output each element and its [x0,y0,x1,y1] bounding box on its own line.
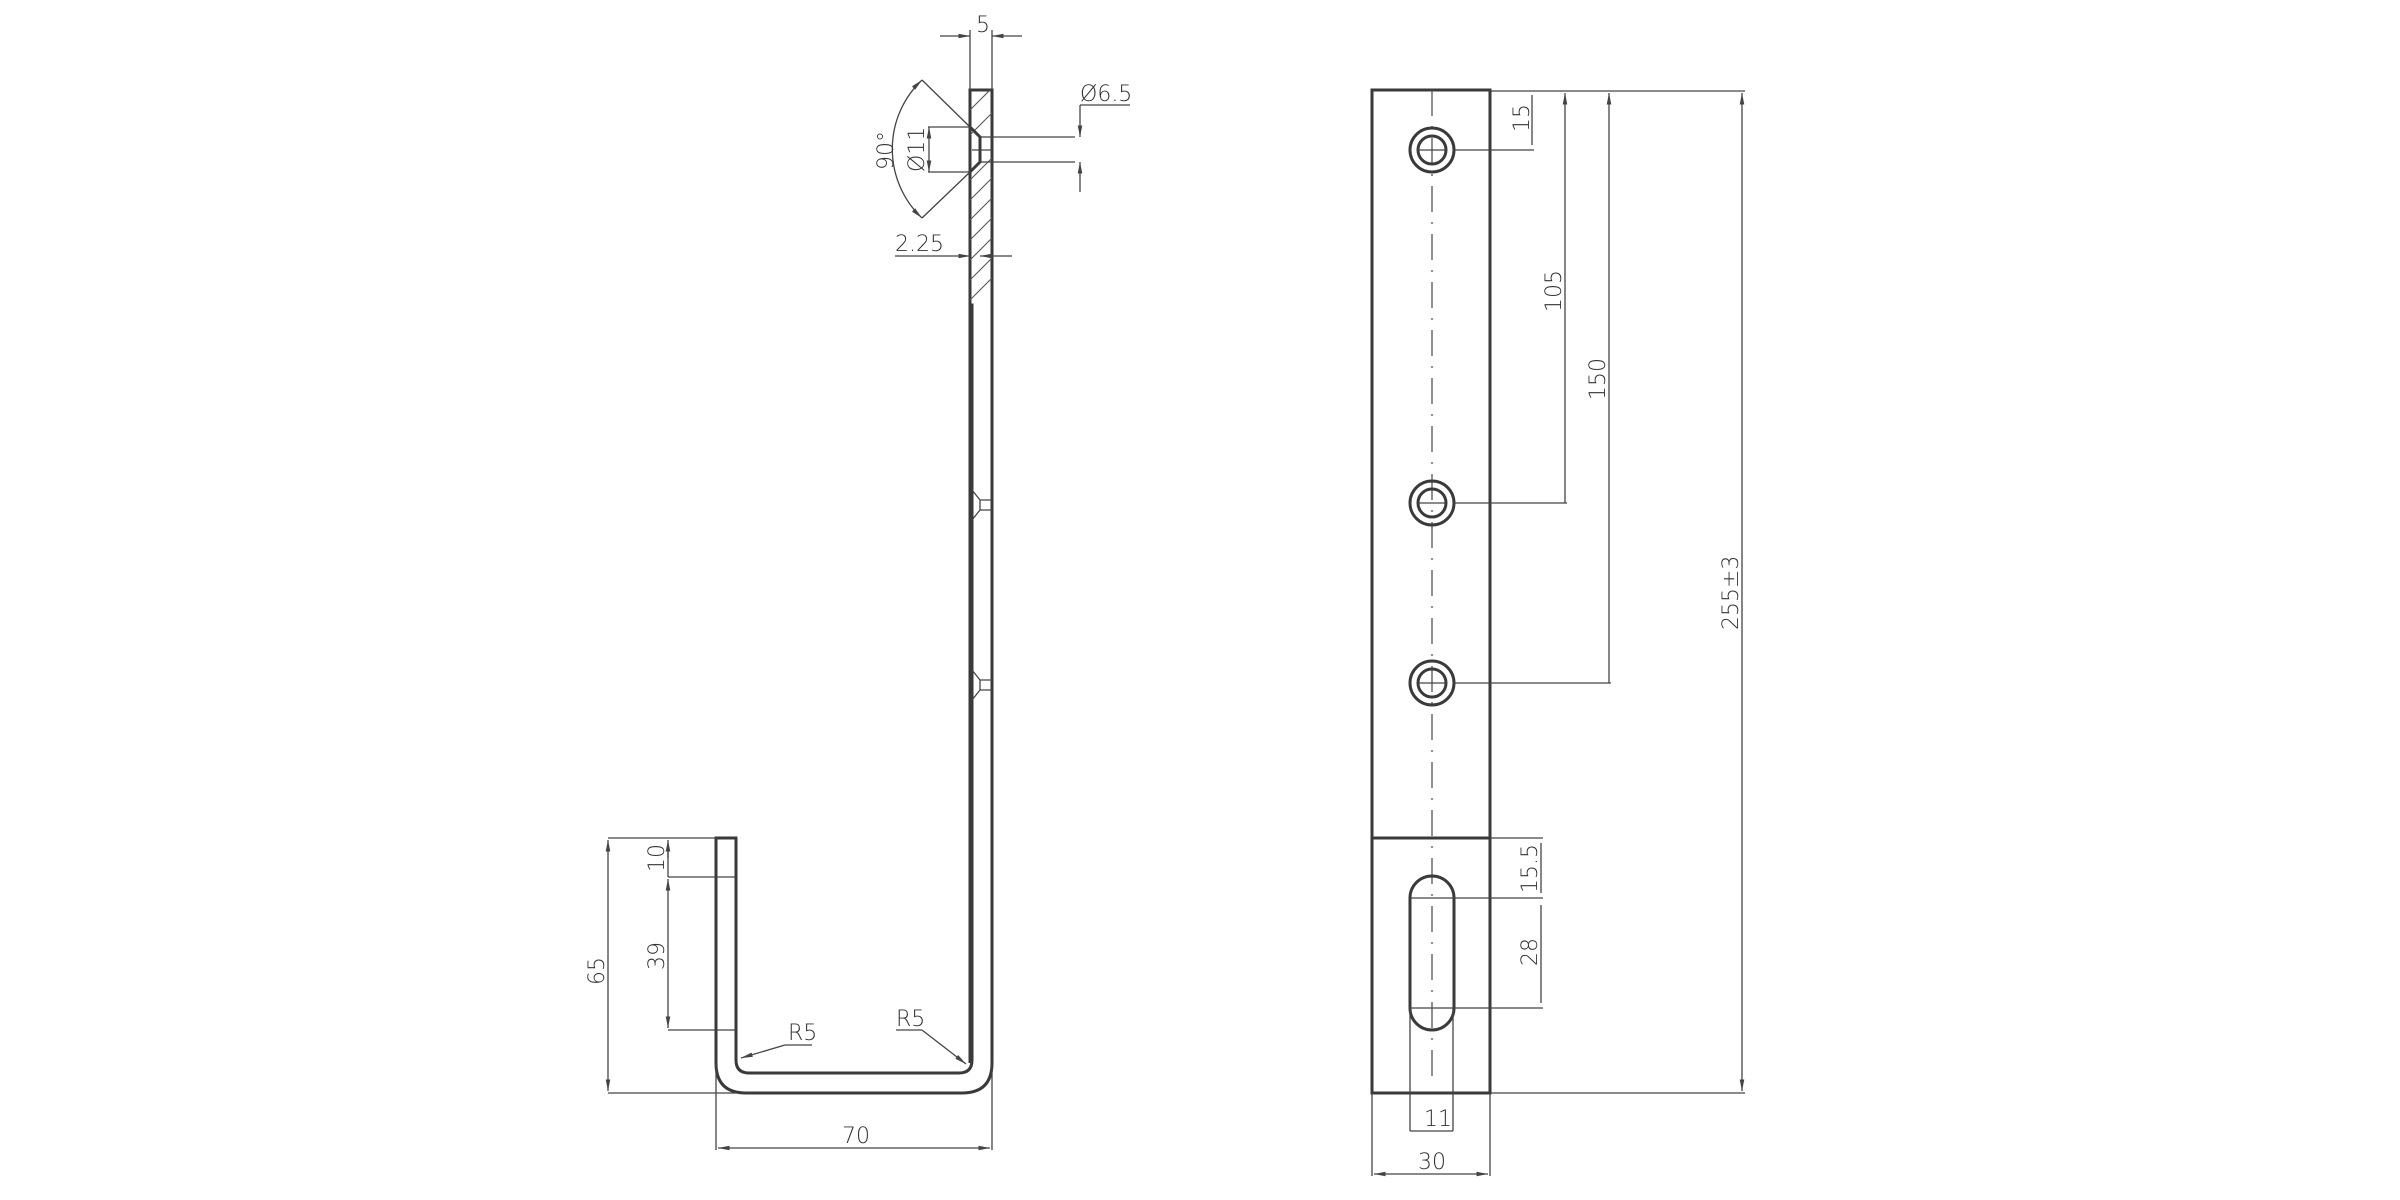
dim-bend-radius-inner: R5 [788,1021,817,1046]
dim-width: 30 [1418,1150,1446,1175]
side-view: 5 Ø6.5 Ø11 90° 2.25 65 10 39 [585,13,1132,1151]
dim-thickness: 5 [976,13,990,38]
dim-bend-radius-outer: R5 [896,1007,925,1032]
dim-hook-straight: 39 [645,942,670,970]
front-view: 15 105 150 255±3 15.5 28 11 30 [1370,88,1745,1177]
hook-profile [714,88,994,1095]
section-hatch [970,90,992,301]
dim-total-length: 255±3 [1719,556,1744,630]
dim-countersink-diameter: Ø11 [905,127,930,172]
mounting-hole [1408,479,1456,527]
dim-hook-top: 10 [645,844,670,872]
dim-hook-height: 65 [585,957,610,985]
mounting-hole [1408,659,1456,707]
dim-first-hole: 15 [1510,104,1535,132]
dim-second-hole: 105 [1542,270,1567,312]
mounting-hole [1408,126,1456,174]
dim-slot-offset: 15.5 [1518,844,1543,893]
dim-countersink-depth: 2.25 [895,232,944,257]
dim-slot-length: 28 [1518,938,1543,966]
dim-slot-width: 11 [1424,1107,1452,1132]
dim-countersink-angle: 90° [874,131,899,170]
plate-outline [1370,88,1492,1095]
hole-mark [971,669,992,701]
dim-hook-width: 70 [842,1124,870,1149]
dim-hole-diameter: Ø6.5 [1080,82,1132,107]
hole-mark [971,489,992,521]
dim-third-hole: 150 [1586,358,1611,400]
